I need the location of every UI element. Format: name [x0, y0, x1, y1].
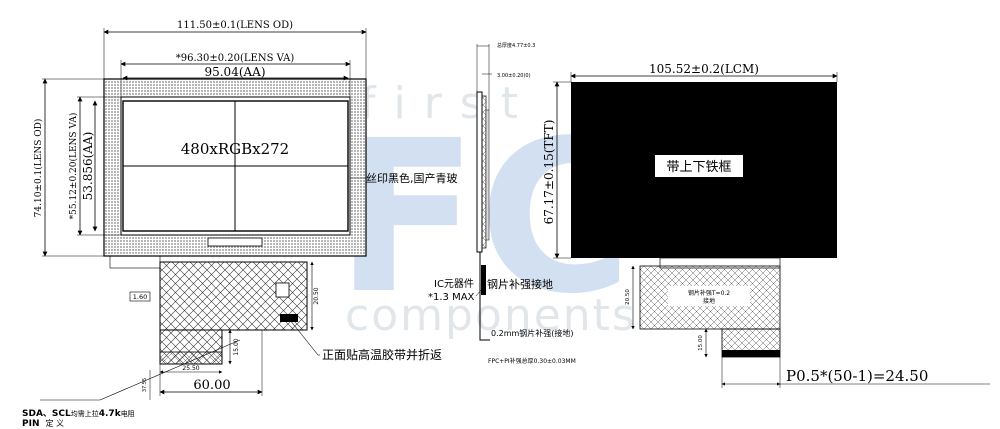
- fpc-60-dim: 60.00: [193, 378, 230, 393]
- lens-va-width-dim: *96.30±0.20(LENS VA): [176, 53, 295, 64]
- pin-note-line1: SDA、SCL均需上拉4.7k电阻: [22, 409, 135, 419]
- fpc-height-dim: 20.50: [313, 287, 320, 304]
- fpc-contacts: [159, 351, 223, 365]
- back-fpc-contacts: [722, 350, 780, 357]
- watermark-word-bottom: components: [345, 290, 637, 341]
- fpc-stiffener-line1: 钢片补强T=0.2: [688, 289, 730, 297]
- fpc-pi-total-label: FPC+PI补强总厚0.30±0.03MM: [488, 357, 576, 365]
- aa-width-dim: 95.04(AA): [204, 65, 265, 79]
- watermark-word-top: first: [360, 78, 536, 129]
- ic-mark: [275, 282, 290, 298]
- ic-max-label: *1.3 MAX: [428, 292, 475, 303]
- fpc-15-dim: 15.00: [233, 338, 240, 355]
- steel-stiffener-ground-label: 钢片补强接地: [487, 278, 553, 291]
- tape-mark: [280, 314, 298, 322]
- iron-frame-label: 带上下铁框: [666, 160, 731, 175]
- back-fpc-height-dim: 20.50: [625, 289, 631, 305]
- fpc-stiffener-line2: 接地: [703, 297, 715, 305]
- frame-note: 丝印黑色,国产青玻: [366, 171, 458, 185]
- side-view: 总厚度4.77±0.3 3.00±0.20(0) IC元器件 *1.3 MAX …: [428, 42, 576, 365]
- back-fpc-15-dim: 15.00: [698, 335, 704, 351]
- thickness-3-dim: 3.00±0.20(0): [497, 73, 531, 79]
- total-thickness-dim: 总厚度4.77±0.3: [497, 42, 535, 49]
- lens-od-width-dim: 111.50±0.1(LENS OD): [177, 20, 293, 31]
- lens-od-height-dim: 74.10±0.1(LENS OD): [33, 119, 44, 218]
- fpc-25-dim: 25.50: [182, 365, 199, 372]
- tft-height-dim: 67.17±0.15(TFT): [542, 120, 556, 225]
- back-view: 带上下铁框 105.52±0.2(LCM) 67.17±0.15(TFT) 钢片…: [542, 62, 990, 388]
- aa-height-dim: 53.856(AA): [81, 132, 95, 201]
- lcm-width-dim: 105.52±0.2(LCM): [649, 62, 759, 76]
- dim-160: 1.60: [133, 293, 147, 301]
- steel-02-label: 0.2mm钢片补强(接地): [491, 328, 574, 338]
- front-view: 480xRGBx272 111.50±0.1(LENS OD) *96.30±0…: [22, 20, 458, 429]
- lens-va-height-dim: *55.12±0.20(LENS VA): [68, 113, 79, 220]
- pitch-formula: P0.5*(50-1)=24.50: [786, 367, 928, 385]
- resolution-label: 480xRGBx272: [181, 140, 289, 158]
- ic-component-label: IC元器件: [434, 278, 474, 290]
- tape-note: 正面贴高温胶带并折返: [322, 347, 442, 362]
- ic-component-block: [481, 265, 486, 295]
- dim-left: 37.55: [142, 378, 148, 392]
